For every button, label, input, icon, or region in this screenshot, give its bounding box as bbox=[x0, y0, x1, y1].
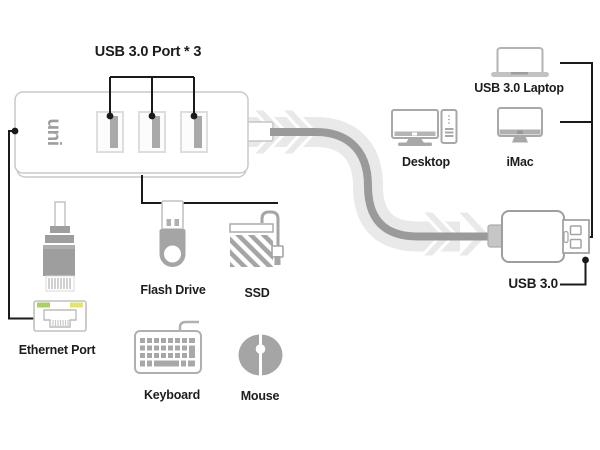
flash-drive-icon bbox=[159, 200, 186, 267]
cable-core bbox=[270, 128, 492, 241]
hub-devices-callout-line bbox=[141, 175, 278, 204]
desktop-label: Desktop bbox=[402, 155, 450, 169]
port3-dot bbox=[190, 112, 198, 120]
usb-plug-callout-line bbox=[560, 260, 587, 286]
imac-icon bbox=[497, 107, 543, 143]
ssd-label: SSD bbox=[244, 286, 270, 300]
imac-label: iMac bbox=[506, 155, 534, 169]
keyboard-label: Keyboard bbox=[143, 388, 201, 402]
port1-dot bbox=[106, 112, 114, 120]
ethernet-port-label: Ethernet Port bbox=[18, 343, 96, 357]
usb-plug-dot bbox=[582, 256, 589, 264]
ports-callout-label: USB 3.0 Port * 3 bbox=[94, 44, 202, 60]
hub-brand-logo: uni bbox=[43, 118, 64, 146]
ssd-icon bbox=[229, 210, 284, 267]
desktop-icon bbox=[391, 109, 458, 146]
ports-callout-lines bbox=[109, 76, 195, 113]
port2-dot bbox=[148, 112, 156, 120]
laptop-label: USB 3.0 Laptop bbox=[474, 81, 564, 95]
ethernet-led-yellow bbox=[70, 302, 83, 308]
ethernet-port-icon bbox=[33, 300, 87, 332]
keyboard-icon bbox=[134, 320, 202, 374]
flash-drive-label: Flash Drive bbox=[140, 283, 206, 297]
laptop-icon bbox=[491, 47, 549, 77]
ethernet-connector-icon bbox=[43, 201, 75, 292]
usb-cable-arrow bbox=[242, 107, 493, 259]
ethernet-led-green bbox=[37, 302, 50, 308]
callout-dots bbox=[11, 112, 589, 264]
hub-left-dot bbox=[11, 127, 19, 135]
hosts-bracket-line bbox=[560, 62, 593, 238]
mouse-icon bbox=[238, 334, 283, 376]
mouse-label: Mouse bbox=[240, 389, 280, 403]
usb30-plug-label: USB 3.0 bbox=[508, 276, 558, 291]
usb-plug-icon bbox=[487, 210, 590, 263]
